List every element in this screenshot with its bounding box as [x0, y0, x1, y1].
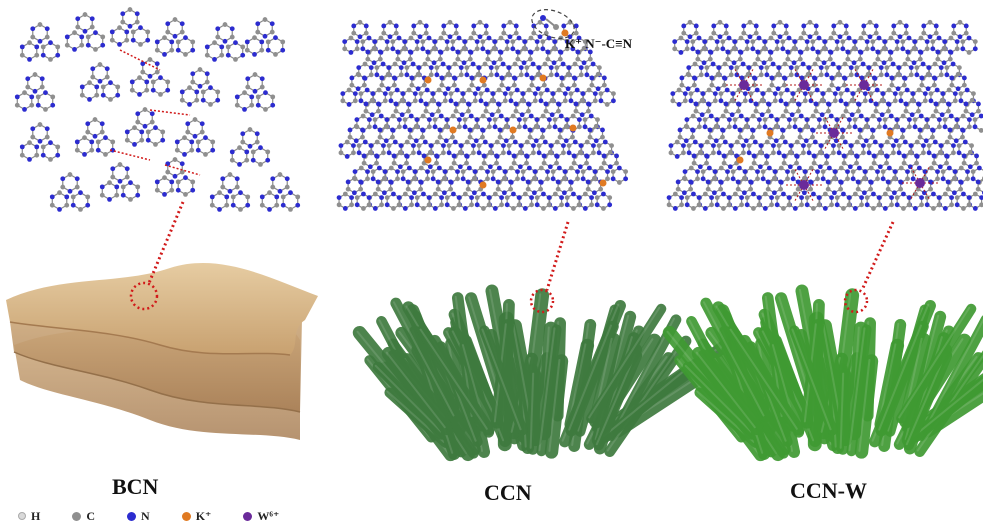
legend-item-h: H	[18, 509, 40, 524]
legend-label: K⁺	[195, 508, 212, 523]
legend-item-w: W⁶⁺	[243, 509, 279, 524]
ccn-rod-bundle	[352, 284, 738, 462]
cyanamide-annotation: K⁺ N⁻-C≡N	[565, 36, 632, 51]
legend-label: N	[141, 508, 150, 523]
carbon-atom-icon	[72, 511, 82, 521]
legend-label: W⁶⁺	[257, 508, 280, 523]
ccn-w-zoom-link	[843, 221, 895, 314]
ccn-w-rod-bundle	[662, 284, 983, 462]
tungsten-ion-icon	[243, 511, 253, 521]
bcn-zoom-link	[129, 201, 185, 311]
ccn-molecular-structure	[336, 19, 629, 211]
legend-item-k: K⁺	[181, 508, 212, 524]
hydrogen-atom-icon	[18, 512, 26, 520]
ccn-title: CCN	[484, 480, 532, 505]
ccn-w-title: CCN-W	[790, 478, 867, 503]
bcn-title: BCN	[112, 474, 159, 499]
ccn-zoom-link	[529, 221, 570, 314]
legend-item-n: N	[127, 509, 150, 524]
nitrogen-atom-icon	[127, 511, 137, 521]
bcn-molecular-structure	[14, 7, 301, 212]
legend-item-c: C	[72, 509, 95, 524]
legend-label: C	[86, 508, 96, 523]
bcn-layered-sheets	[6, 263, 318, 440]
potassium-ion-icon	[181, 511, 191, 521]
legend-label: H	[31, 508, 41, 523]
cyanamide-highlight	[531, 9, 575, 39]
legend: H C N K⁺ W⁶⁺	[18, 506, 311, 526]
ccn-w-molecular-structure	[666, 19, 983, 211]
